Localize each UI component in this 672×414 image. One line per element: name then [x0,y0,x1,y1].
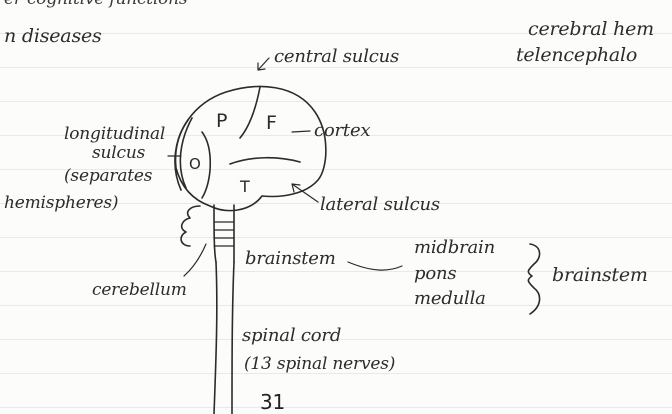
label-hemispheres: hemispheres) [4,195,118,212]
label-spinal-nerves: (13 spinal nerves) [244,356,395,373]
occipital-boundary [202,132,210,198]
brainstem-part-midbrain: midbrain [414,239,495,257]
page-number: 31 [260,392,285,412]
lobe-frontal: F [266,112,277,134]
lobe-parietal: P [216,110,227,132]
brainstem-leader [348,262,402,270]
cerebellum-outline [181,206,200,246]
label-cerebellum: cerebellum [92,282,187,299]
brainstem-left [214,205,216,262]
label-longitudinal: longitudinal [64,126,165,143]
label-sulcus: sulcus [92,145,145,162]
label-central-sulcus: central sulcus [274,48,399,66]
brace-icon [528,244,539,314]
label-separates: (separates [64,168,152,185]
spinal-cord-left [214,262,217,414]
brainstem-part-medulla: medulla [414,290,486,308]
label-spinal-cord: spinal cord [242,327,341,345]
label-cortex: cortex [314,122,370,140]
brainstem-part-pons: pons [414,265,456,283]
label-brainstem-pointer: brainstem [245,250,336,268]
central-sulcus-arrow [258,58,269,70]
cerebellum-leader [184,244,206,276]
lobe-temporal: T [239,177,250,196]
lateral-sulcus [230,158,300,164]
label-lateral-sulcus: lateral sulcus [320,196,440,214]
spinal-cord-right [232,262,234,414]
central-sulcus [240,87,260,138]
brainstem-group-label: brainstem [552,266,648,285]
cortex-leader [292,131,310,132]
lobe-occipital: O [189,155,201,173]
